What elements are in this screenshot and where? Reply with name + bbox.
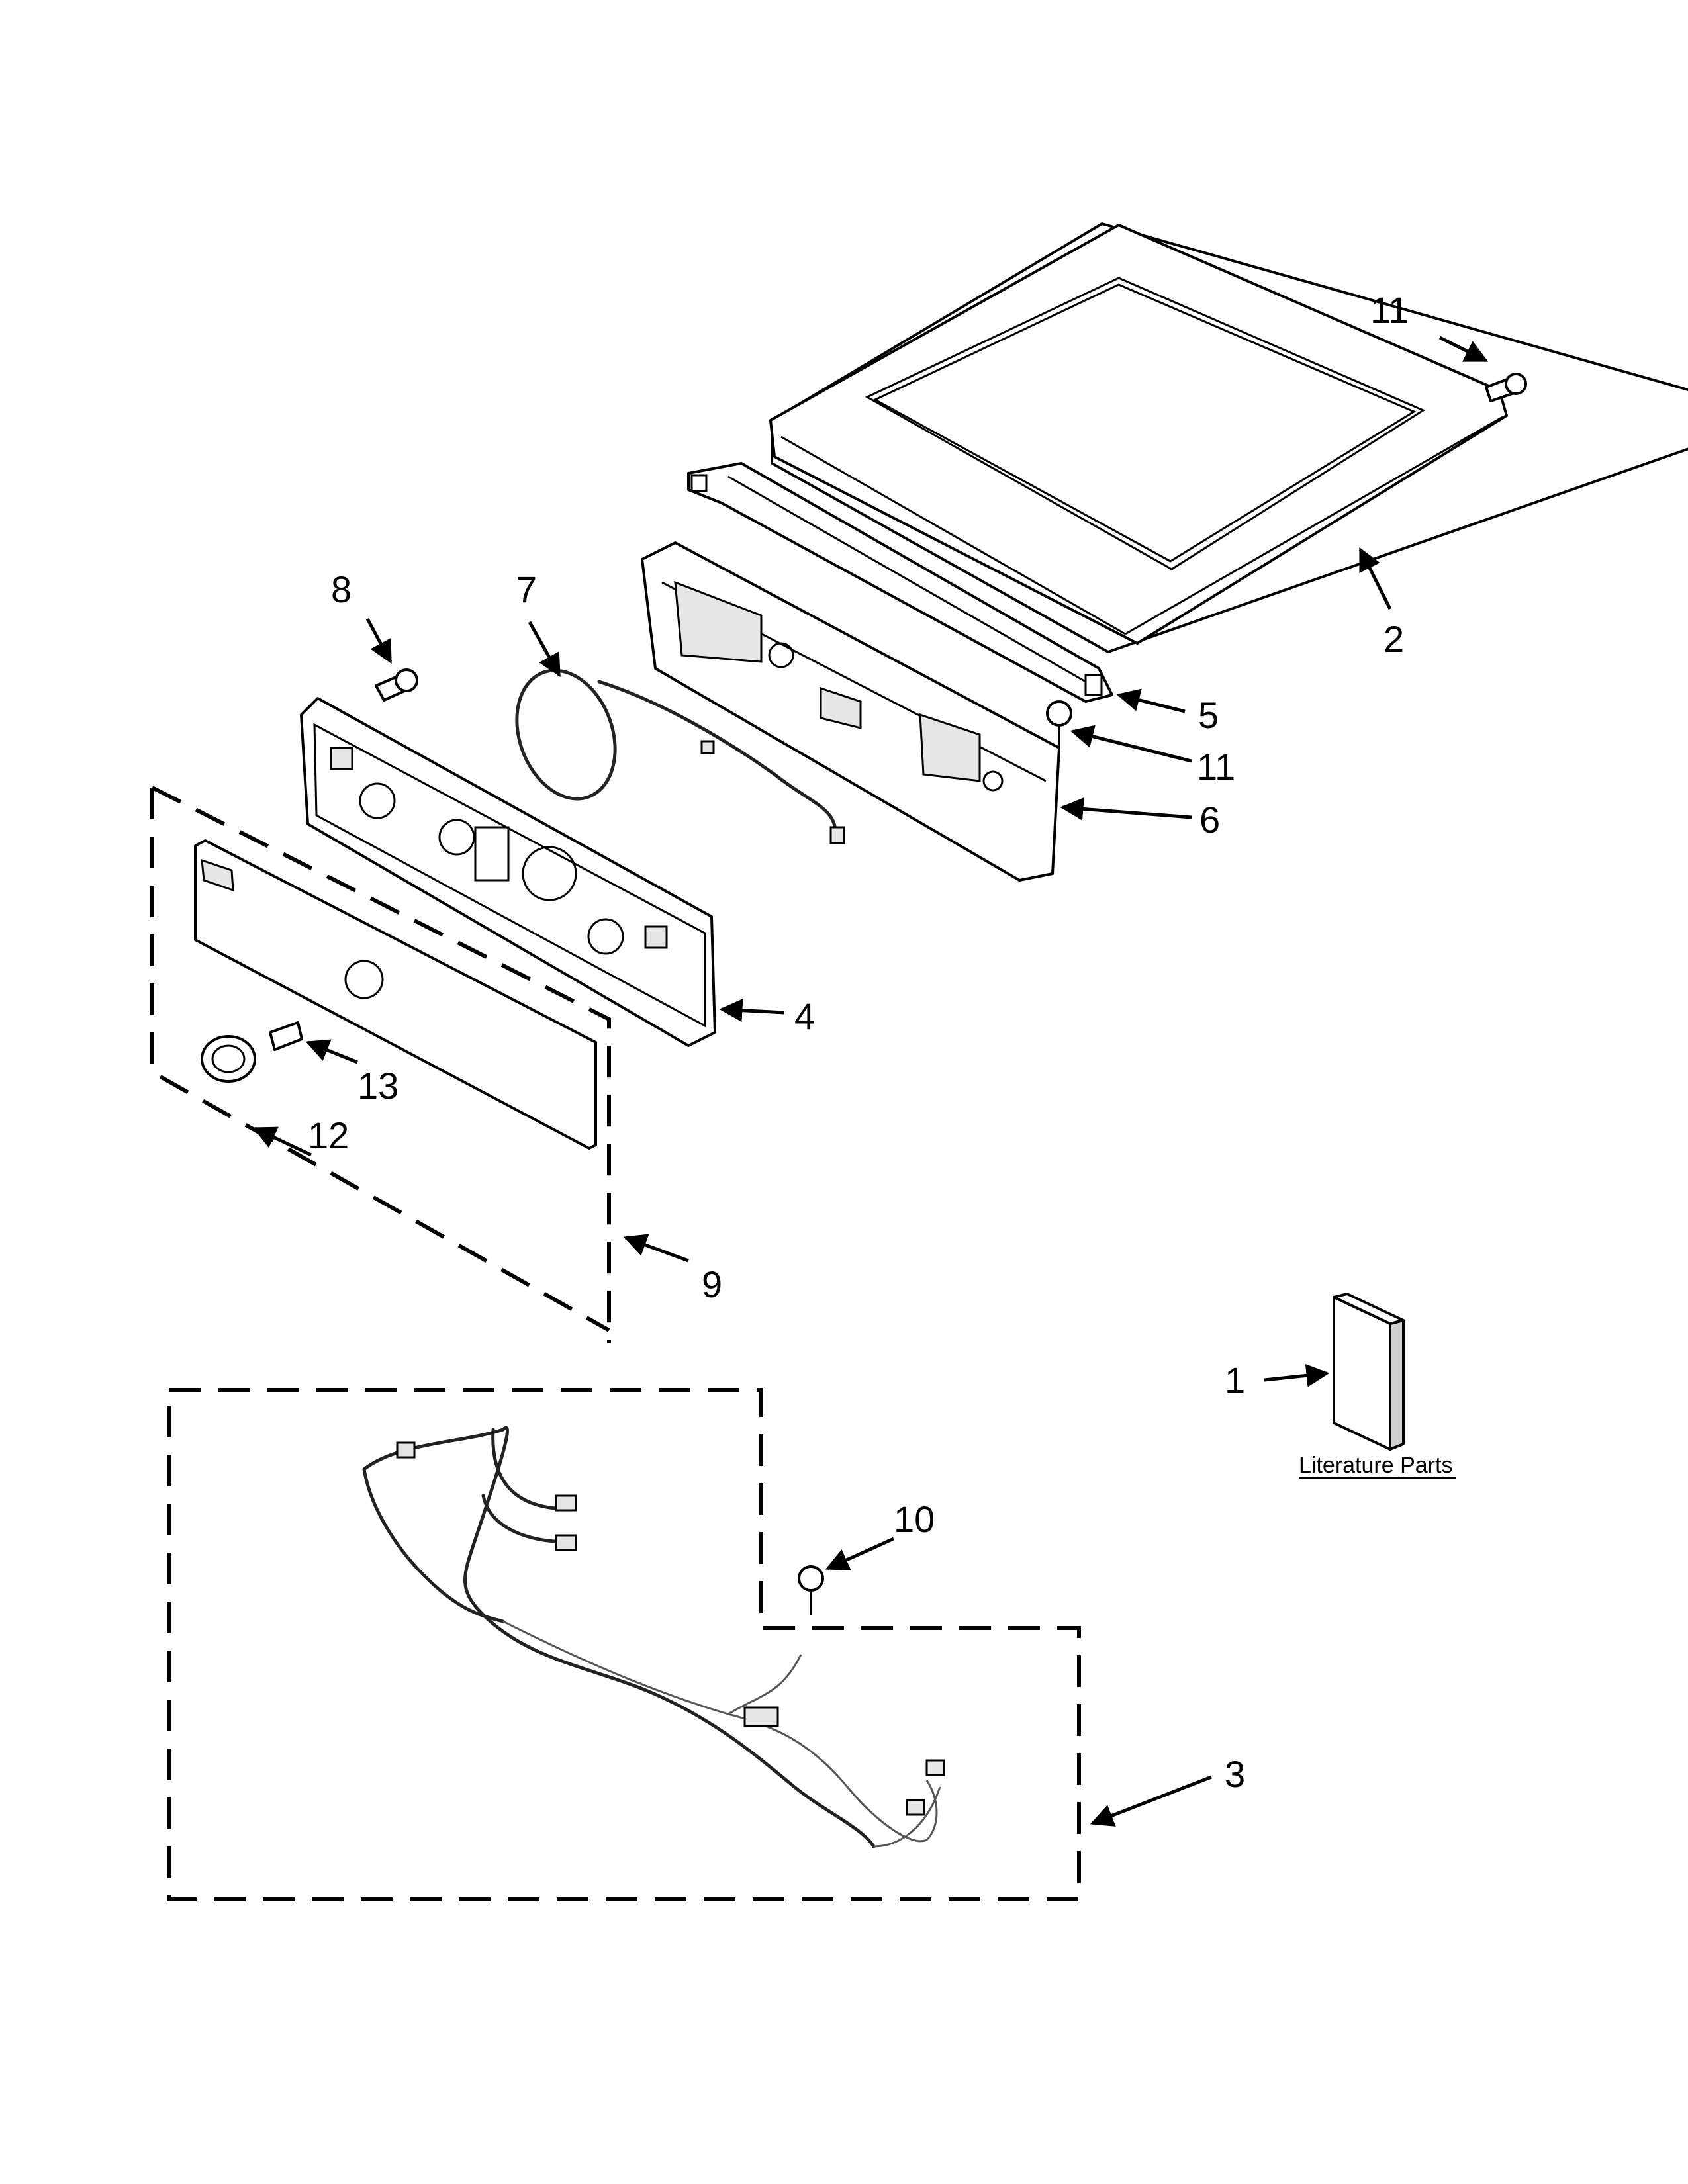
control-panel-back [641,541,1060,882]
console [300,697,716,1047]
callout-8: 8 [331,569,352,610]
callout-12: 12 [308,1115,349,1156]
callout-10: 10 [894,1498,935,1540]
callout-1: 1 [1225,1359,1245,1401]
arrow-3 [1090,1775,1212,1827]
rear-bracket [687,462,1113,703]
literature-book [1333,1293,1405,1451]
screw-11-top [1485,373,1527,402]
callout-11-mid: 11 [1197,746,1235,788]
arrow-12 [252,1126,312,1157]
arrow-2 [1358,547,1392,610]
top-panel [769,222,1688,653]
arrow-8 [365,617,393,664]
arrow-9 [623,1234,689,1263]
callout-2: 2 [1383,618,1404,660]
arrow-4 [719,999,785,1023]
dashed-box-9 [150,786,611,1343]
harness-ring [515,668,845,844]
callout-11-top: 11 [1370,289,1409,331]
spring-tube [269,1021,303,1051]
callout-3: 3 [1225,1753,1245,1795]
callout-7: 7 [516,569,537,610]
arrow-11-top [1438,336,1489,363]
main-wire-harness [362,1426,945,1848]
arrow-1 [1264,1363,1330,1387]
arrow-7 [528,621,561,678]
callout-13: 13 [357,1065,399,1107]
callout-6: 6 [1199,799,1220,841]
arrow-10 [825,1537,895,1571]
callout-4: 4 [794,995,815,1037]
callout-9: 9 [702,1263,722,1305]
arrow-13 [305,1039,358,1064]
control-overlay [194,839,597,1150]
screw-11-mid [1046,700,1072,761]
literature-parts-caption: Literature Parts [1299,1453,1452,1478]
knob [201,1035,256,1083]
screw-10 [798,1565,824,1615]
screw-8 [375,668,418,702]
dashed-box-3 [167,1388,1081,1901]
callout-5: 5 [1198,694,1219,736]
arrow-6 [1060,797,1192,821]
arrow-5 [1116,688,1186,713]
arrow-11-mid [1070,725,1192,763]
